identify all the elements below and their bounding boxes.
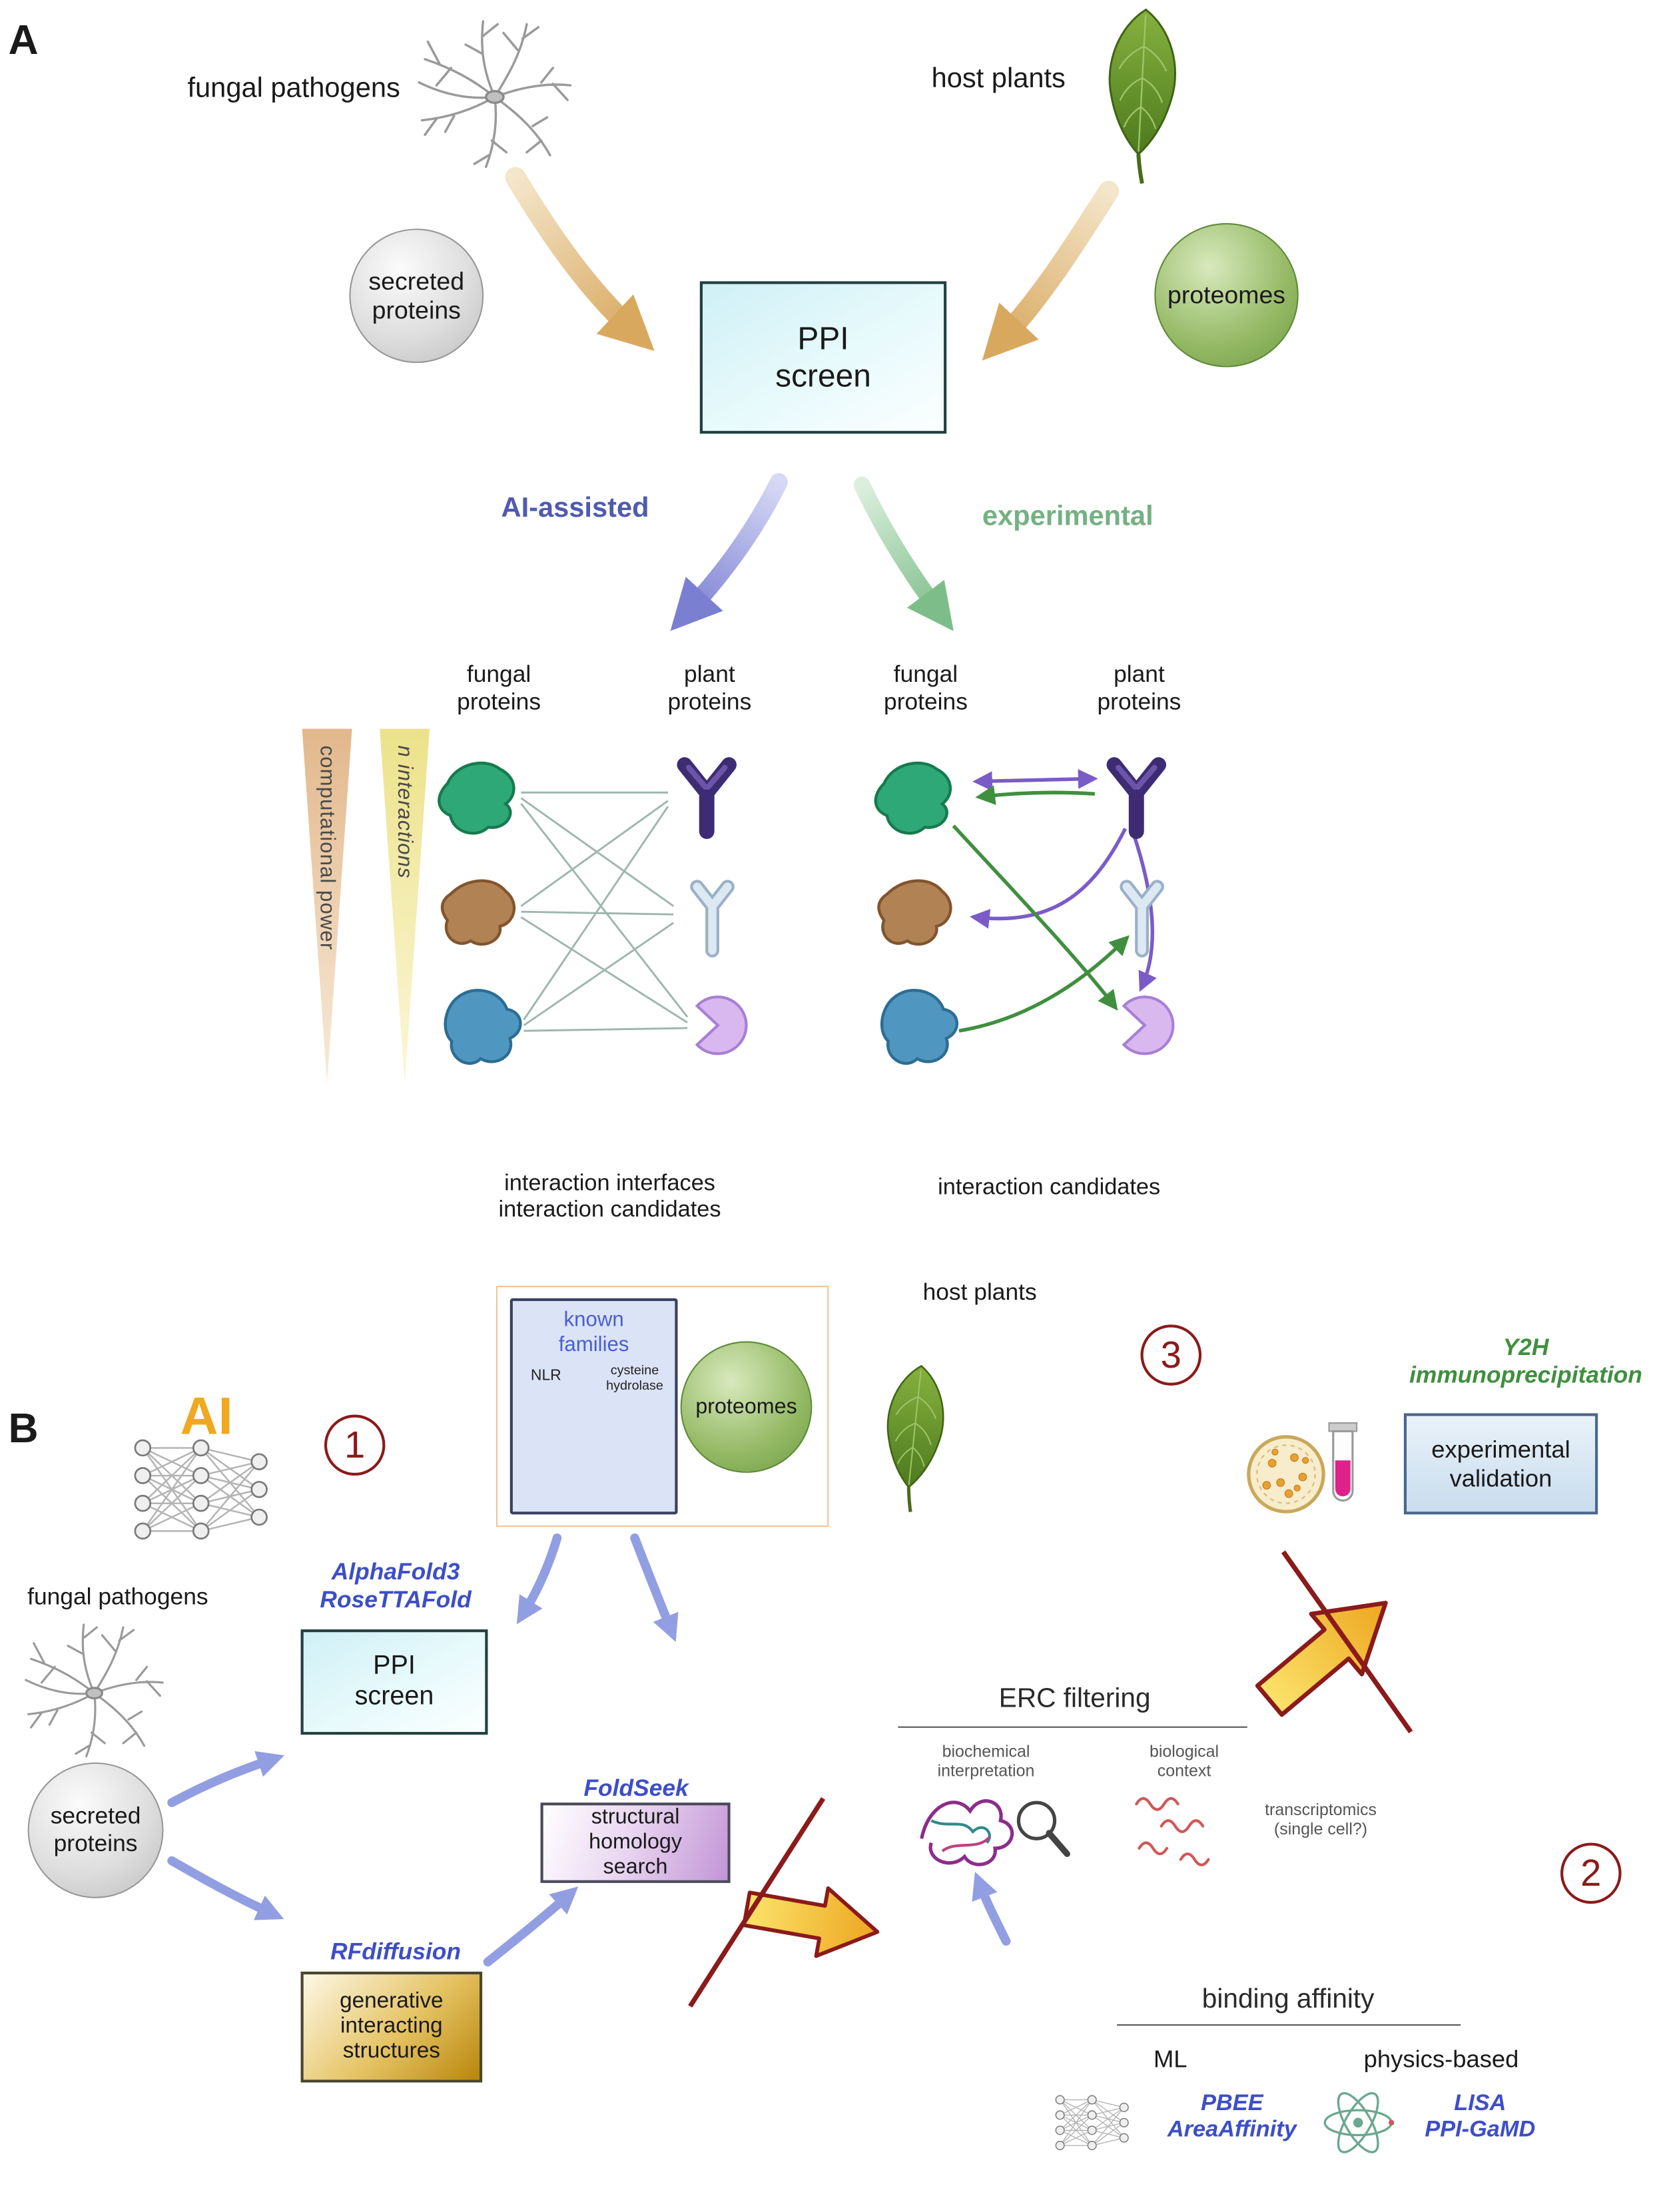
fungal-pathogens-label-a: fungal pathogens	[187, 73, 400, 105]
barrier-line-mid	[688, 1797, 826, 2008]
host-plant-leaf-icon-b	[878, 1363, 948, 1514]
rfdiffusion-label: RFdiffusion	[330, 1938, 462, 1965]
ml-tools-label: PBEE AreaAffinity	[1167, 2090, 1297, 2143]
physics-tools-label: LISA PPI-GaMD	[1425, 2090, 1536, 2143]
step-3-badge: 3	[1140, 1324, 1202, 1386]
fungal-pathogen-icon-b	[25, 1623, 164, 1758]
left-diagram-caption: interaction interfaces interaction candi…	[498, 1171, 721, 1223]
arrow-fungal-to-ppi	[505, 166, 655, 352]
right-fungal-proteins-header: fungal proteins	[884, 661, 968, 715]
left-fungal-proteins-header: fungal proteins	[457, 661, 541, 715]
structural-homology-box: structural homology search	[540, 1802, 731, 1883]
n-interactions-label: n interactions	[392, 745, 417, 879]
plant-protein-shapes-right	[1114, 765, 1173, 1054]
arrow-plant-to-ppi	[982, 180, 1120, 361]
cysteine-hydrolase-label: cysteine hydrolase	[606, 1363, 663, 1394]
secreted-proteins-circle-b: secreted proteins	[27, 1762, 164, 1898]
ai-label: AI	[180, 1388, 233, 1447]
atom-icon	[1323, 2091, 1395, 2153]
experimental-label: experimental	[982, 501, 1154, 533]
right-plant-proteins-header: plant proteins	[1097, 661, 1181, 715]
validation-tools-label: Y2H immunoprecipitation	[1409, 1334, 1642, 1389]
fungal-pathogen-icon	[418, 20, 572, 168]
physics-based-label: physics-based	[1363, 2045, 1519, 2073]
fungal-protein-blobs-right	[876, 763, 957, 1063]
transcriptomics-label: transcriptomics (single cell?)	[1265, 1800, 1377, 1839]
arrow-experimental	[853, 476, 954, 631]
nlr-label: NLR	[530, 1367, 561, 1384]
host-plant-leaf-icon	[1104, 8, 1179, 185]
known-families-title: known families	[558, 1308, 629, 1356]
erc-filtering-header: ERC filtering	[998, 1683, 1151, 1714]
ppi-screen-box-a: PPI screen	[699, 281, 947, 434]
protein-ribbon-icon	[920, 1799, 1014, 1866]
petri-dish-icon	[1247, 1435, 1325, 1514]
step-2-badge: 2	[1560, 1842, 1622, 1904]
fungal-protein-blobs-left	[439, 763, 520, 1063]
all-vs-all-links	[520, 791, 689, 1032]
generative-structures-box: generative interacting structures	[300, 1972, 483, 2083]
rna-transcripts-icon	[1135, 1797, 1210, 1866]
host-plants-label-b: host plants	[922, 1278, 1037, 1306]
step-1-badge: 1	[324, 1414, 386, 1476]
erc-filtering-rule	[898, 1726, 1247, 1728]
experimental-validation-box: experimental validation	[1403, 1413, 1598, 1515]
test-tube-icon	[1328, 1422, 1358, 1502]
candidate-interaction-arrows	[952, 769, 1157, 1033]
fungal-pathogens-label-b: fungal pathogens	[27, 1583, 208, 1610]
known-families-panel	[509, 1298, 678, 1515]
panel-b-label: B	[8, 1406, 39, 1452]
binding-affinity-rule	[1117, 2024, 1461, 2026]
biochemical-interpretation-label: biochemical interpretation	[937, 1741, 1035, 1781]
ai-neural-network-icon	[134, 1439, 268, 1540]
ml-label: ML	[1153, 2045, 1187, 2073]
biological-context-label: biological context	[1149, 1741, 1219, 1781]
arrow-ai-assisted	[670, 473, 788, 631]
structure-prediction-tools-label: AlphaFold3 RoseTTAFold	[320, 1558, 472, 1613]
host-plants-label-a: host plants	[931, 63, 1066, 95]
right-diagram-caption: interaction candidates	[938, 1175, 1161, 1201]
magnifier-icon	[1016, 1800, 1070, 1857]
ppi-screen-box-b: PPI screen	[300, 1629, 488, 1735]
foldseek-label: FoldSeek	[583, 1775, 689, 1802]
left-plant-proteins-header: plant proteins	[667, 661, 752, 715]
barrier-line-top	[1281, 1550, 1413, 1734]
binding-affinity-header: binding affinity	[1201, 1984, 1375, 2015]
secreted-proteins-circle-a: secreted proteins	[349, 228, 484, 364]
flow-arrows	[167, 1533, 1011, 1967]
panel-a-label: A	[8, 18, 39, 64]
ml-neural-net-icon	[1055, 2095, 1129, 2151]
computational-power-label: computational power	[315, 745, 339, 951]
gold-arrow-to-validation	[1244, 1573, 1411, 1730]
proteomes-circle-a: proteomes	[1154, 223, 1299, 368]
ai-assisted-label: AI-assisted	[501, 493, 649, 524]
gold-arrow-to-filtering	[741, 1875, 883, 1966]
plant-protein-shapes-left	[685, 765, 747, 1054]
proteomes-circle-b: proteomes	[680, 1341, 813, 1473]
